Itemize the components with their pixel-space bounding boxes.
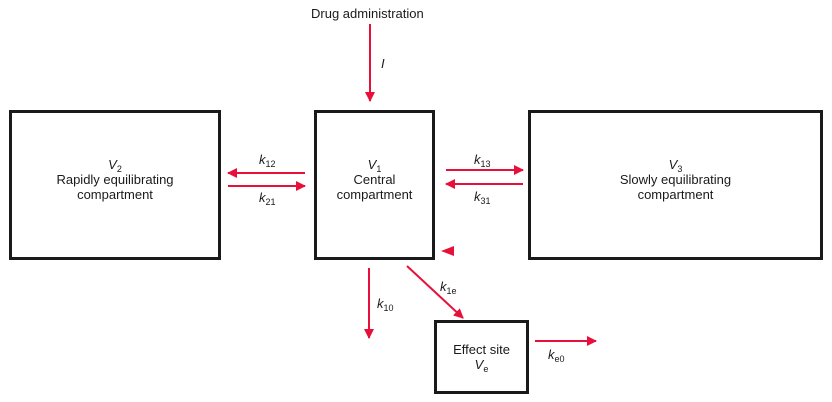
central-line1: Central bbox=[353, 172, 396, 187]
k21-label: k21 bbox=[259, 190, 276, 207]
drug-administration-label: Drug administration bbox=[311, 6, 424, 21]
slow-line1: Slowly equilibrating bbox=[619, 172, 732, 187]
rapid-line2: compartment bbox=[77, 187, 153, 202]
k12-label: k12 bbox=[259, 152, 276, 169]
central-compartment-box: V1 Central compartment bbox=[314, 110, 435, 260]
k1e-arrow bbox=[406, 265, 464, 319]
slow-compartment-box: V3 Slowly equilibrating compartment bbox=[528, 110, 823, 260]
slow-line2: compartment bbox=[637, 187, 714, 202]
central-volume-symbol: V1 bbox=[367, 157, 382, 174]
effect-line1: Effect site bbox=[453, 342, 510, 357]
slow-volume-symbol: V3 bbox=[668, 157, 683, 174]
k10-label: k10 bbox=[377, 296, 394, 313]
effect-volume-symbol: Ve bbox=[474, 357, 489, 374]
k31-label: k31 bbox=[474, 189, 491, 206]
return-marker bbox=[441, 246, 454, 256]
rapid-compartment-box: V2 Rapidly equilibrating compartment bbox=[9, 110, 221, 260]
rapid-volume-symbol: V2 bbox=[108, 157, 122, 174]
central-line2: compartment bbox=[336, 187, 413, 202]
k1e-label: k1e bbox=[440, 279, 457, 296]
effect-site-box: Effect site Ve bbox=[434, 320, 529, 394]
ke0-label: ke0 bbox=[548, 347, 565, 364]
input-rate-label: I bbox=[381, 56, 385, 71]
k13-label: k13 bbox=[474, 152, 491, 169]
rapid-line1: Rapidly equilibrating bbox=[56, 172, 174, 187]
